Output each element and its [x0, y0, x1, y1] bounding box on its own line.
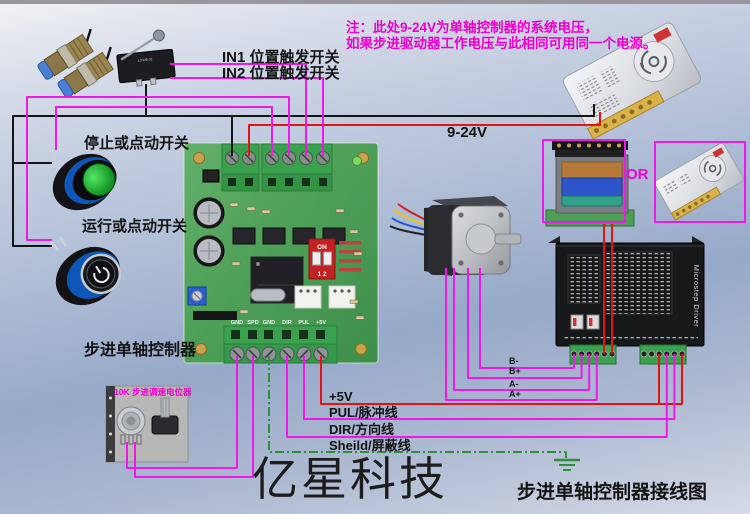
power-terminal-block [221, 143, 260, 192]
limit-switch: LXW5-11 [116, 29, 176, 87]
white-connectors [294, 285, 356, 309]
dip-numbers: 1 2 [317, 271, 326, 278]
pul-label: PUL/脉冲线 [329, 405, 398, 420]
in1-label: IN1 位置触发开关 [222, 49, 340, 66]
signal-wires [26, 63, 676, 478]
run-switch-label: 运行或点动开关 [82, 218, 188, 235]
a-plus-label: A+ [509, 389, 521, 399]
silk-5v: +5V [316, 320, 326, 326]
driver-signal-terminal [639, 344, 687, 365]
top-edge-strip [0, 0, 750, 4]
b-minus-label: B- [509, 356, 519, 366]
power-supply-2 [654, 142, 744, 221]
optocouplers [232, 227, 346, 245]
pin-header [193, 311, 237, 320]
transformer-option-box [542, 139, 626, 223]
dip-on-label: ON [317, 244, 327, 251]
crystal [250, 288, 286, 302]
b-plus-label: B+ [509, 366, 521, 376]
shield-wire [268, 356, 580, 471]
driver-motor-terminal [569, 344, 617, 365]
fan-icon [639, 50, 667, 75]
shield-label: Sheild/屏蔽线 [329, 438, 411, 453]
limit-switch-model: LXW5-11 [138, 57, 153, 63]
stepper-driver: Microstep Driver [548, 236, 705, 365]
electrolytic-capacitors [193, 197, 225, 267]
stop-switch-label: 停止或点动开关 [84, 135, 190, 152]
dir-label: DIR/方向线 [329, 422, 395, 437]
power-wires [248, 112, 683, 405]
brand-text: 亿星科技 [252, 454, 448, 505]
proximity-sensor-2 [57, 46, 114, 98]
wires [12, 63, 746, 478]
status-led [352, 156, 362, 166]
ground-icon [554, 458, 580, 471]
run-button [49, 236, 122, 306]
voltage-label: 9-24V [447, 124, 488, 141]
silk-spd: SPD [247, 320, 259, 326]
transformer [545, 141, 635, 227]
resistors [229, 202, 365, 320]
pot-caption: 10K 步进调速电位器 [114, 387, 192, 397]
power-icon [93, 265, 110, 284]
silk-gnd1: GND [231, 320, 243, 326]
note-line-2: 如果步进驱动器工作电压与此相同可用同一个电源。 [346, 36, 657, 51]
silk-pul: PUL [298, 320, 310, 326]
signal-terminal-block: GND SPD GND DIR PUL +5V [223, 320, 338, 364]
plus5v-label: +5V [329, 389, 353, 404]
speed-potentiometer [105, 385, 189, 463]
stop-button [47, 142, 117, 211]
driver-side-text: Microstep Driver [692, 265, 701, 328]
controller-board: ON 1 2 [183, 142, 379, 364]
a-minus-label: A- [509, 379, 519, 389]
psu-option-box [654, 141, 746, 223]
stepper-motor [389, 196, 522, 276]
dip-legend [339, 241, 361, 272]
proximity-sensor-1 [37, 28, 94, 80]
note-line-1: 注：此处9-24V为单轴控制器的系统电压， [346, 20, 599, 35]
power-supply-1 [562, 22, 702, 140]
in2-label: IN2 位置触发开关 [222, 65, 340, 82]
common-wires [12, 84, 595, 247]
or-label: OR [626, 166, 649, 183]
silk-dir: DIR [282, 320, 292, 326]
dip-switch: ON 1 2 [308, 238, 336, 280]
controller-label: 步进单轴控制器 [84, 342, 197, 359]
silk-gnd2: GND [263, 320, 275, 326]
diagram-title: 步进单轴控制器接线图 [517, 482, 708, 503]
regulator [202, 169, 220, 183]
trimmer-pot [187, 286, 207, 306]
input-terminal-block [261, 143, 333, 192]
